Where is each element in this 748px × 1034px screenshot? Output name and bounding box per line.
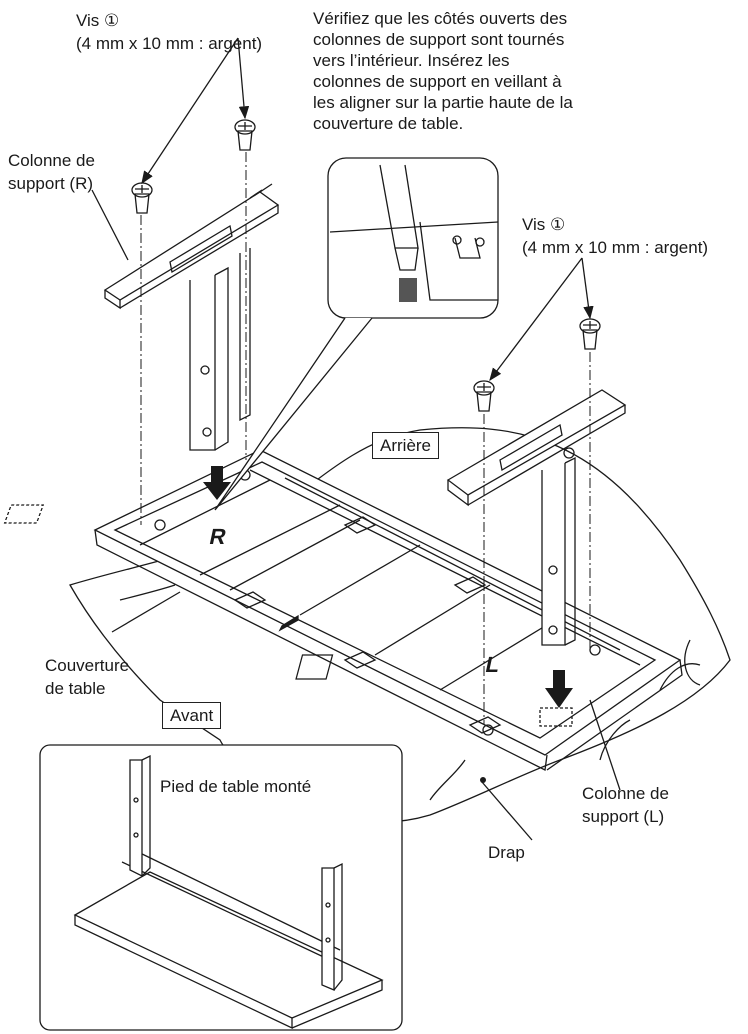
column-r-label-2: support (R) <box>8 174 94 193</box>
table-cover <box>3 449 683 771</box>
instruction-text: Vérifiez que les côtés ouverts des colon… <box>313 8 663 134</box>
drap-label: Drap <box>488 843 525 862</box>
screw-icon <box>131 119 601 412</box>
inset-title: Pied de table monté <box>160 777 312 796</box>
column-l-label-2: support (L) <box>582 807 665 826</box>
support-column-r <box>103 183 280 451</box>
arriere-box: Arrière <box>372 432 440 459</box>
instruction-line: Vérifiez que les côtés ouverts des <box>313 9 568 28</box>
front-direction-arrow <box>278 614 299 632</box>
column-l-label-1: Colonne de <box>582 784 669 803</box>
avant-box: Avant <box>162 702 222 729</box>
cover-label-1: Couverture <box>45 656 130 675</box>
screw-left-label-1: Vis ① <box>76 11 120 30</box>
assembled-stand-drawing <box>73 754 384 1030</box>
column-r-label-1: Colonne de <box>8 151 95 170</box>
support-column-l <box>446 389 627 646</box>
instruction-line: couverture de table. <box>313 114 464 133</box>
screw-left-label-2: (4 mm x 10 mm : argent) <box>76 34 263 53</box>
push-down-arrow-r <box>203 466 231 500</box>
push-down-arrow-l <box>545 670 573 708</box>
screw-right-label-2: (4 mm x 10 mm : argent) <box>522 238 709 257</box>
zoom-callout <box>327 157 499 319</box>
instruction-line: colonnes de support en veillant à <box>313 72 562 91</box>
instruction-line: colonnes de support sont tournés <box>313 30 565 49</box>
screw-right-label-1: Vis ① <box>522 215 566 234</box>
instruction-line: les aligner sur la partie haute de la <box>313 93 573 112</box>
instruction-line: vers l’intérieur. Insérez les <box>313 51 510 70</box>
cover-label-2: de table <box>45 679 106 698</box>
